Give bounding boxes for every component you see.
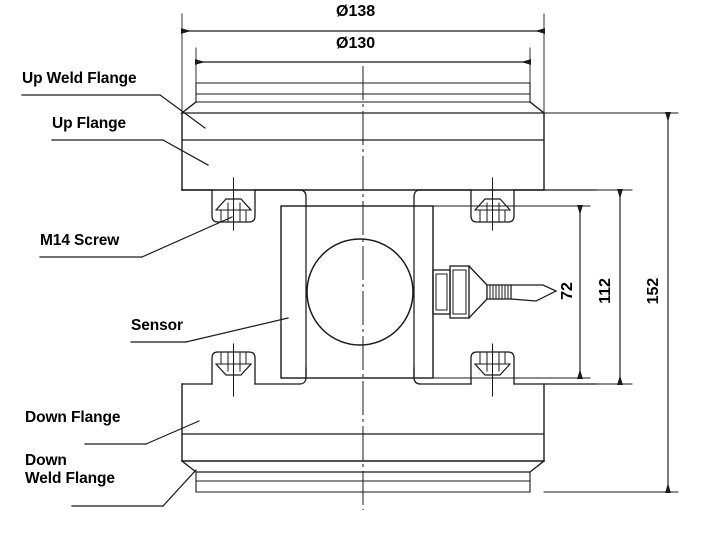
cable-gland-geometry	[432, 265, 488, 319]
mounting-bracket-upper	[181, 189, 597, 207]
dimension-dia130	[195, 47, 531, 84]
callout-label-m14-screw: M14 Screw	[40, 232, 120, 249]
m14-screw-upper-right	[470, 177, 515, 231]
leader-up-flange	[51, 139, 209, 166]
leader-down-weld-flange	[71, 469, 197, 507]
dimension-72	[432, 205, 591, 379]
leader-down-flange	[84, 420, 200, 445]
callout-label-sensor: Sensor	[131, 317, 183, 334]
callout-label-down-weld-flange: Down Weld Flange	[25, 452, 115, 489]
callout-label-down-weld-flange-line2: Weld Flange	[25, 470, 115, 488]
callout-label-down-flange: Down Flange	[25, 409, 121, 426]
dimension-label-72: 72	[559, 282, 576, 300]
m14-screw-lower-right	[470, 343, 515, 397]
callout-label-up-flange: Up Flange	[52, 115, 127, 132]
dimension-label-dia130: Ø130	[336, 35, 376, 52]
leader-up-weld-flange	[21, 94, 206, 129]
dimension-label-112: 112	[597, 278, 614, 304]
dimension-label-dia138: Ø138	[336, 3, 376, 20]
leader-sensor	[130, 317, 289, 343]
dimension-dia138	[181, 13, 545, 114]
sensor-body-geometry	[280, 205, 434, 379]
dimension-label-152: 152	[645, 277, 662, 305]
callout-label-up-weld-flange: Up Weld Flange	[22, 70, 137, 87]
leader-m14-screw	[39, 216, 233, 258]
dimension-112	[543, 189, 633, 385]
dimension-152	[543, 112, 679, 493]
m14-screw-upper-left	[211, 177, 256, 231]
mounting-bracket-lower	[181, 367, 597, 385]
callout-label-down-weld-flange-line1: Down	[25, 452, 67, 469]
sensor-cable-geometry	[486, 284, 558, 302]
m14-screw-lower-left	[211, 343, 256, 397]
